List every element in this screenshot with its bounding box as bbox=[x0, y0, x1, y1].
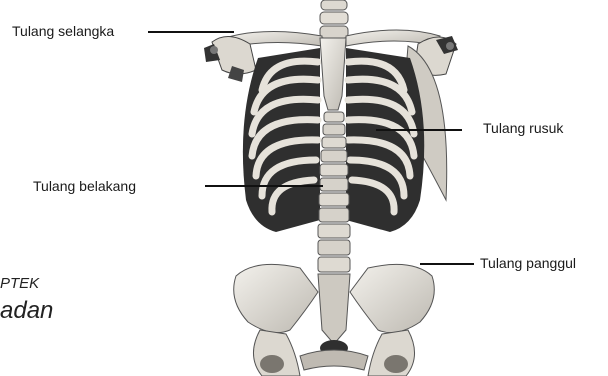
neck-vertebrae bbox=[320, 0, 348, 38]
pelvis-label: Tulang panggul bbox=[480, 255, 576, 271]
clavicle-label: Tulang selangka bbox=[12, 23, 114, 39]
sternum bbox=[320, 38, 346, 110]
pelvis bbox=[234, 264, 435, 376]
caption-large: adan bbox=[0, 297, 53, 325]
ribs-label: Tulang rusuk bbox=[483, 120, 563, 136]
ribs-leader-line bbox=[376, 129, 462, 131]
pelvis-leader-line bbox=[420, 263, 474, 265]
spine-label: Tulang belakang bbox=[33, 178, 136, 194]
spine bbox=[318, 112, 350, 272]
caption-small: PTEK bbox=[0, 275, 39, 292]
spine-leader-line bbox=[205, 185, 323, 187]
clavicle-leader-line bbox=[148, 31, 234, 33]
